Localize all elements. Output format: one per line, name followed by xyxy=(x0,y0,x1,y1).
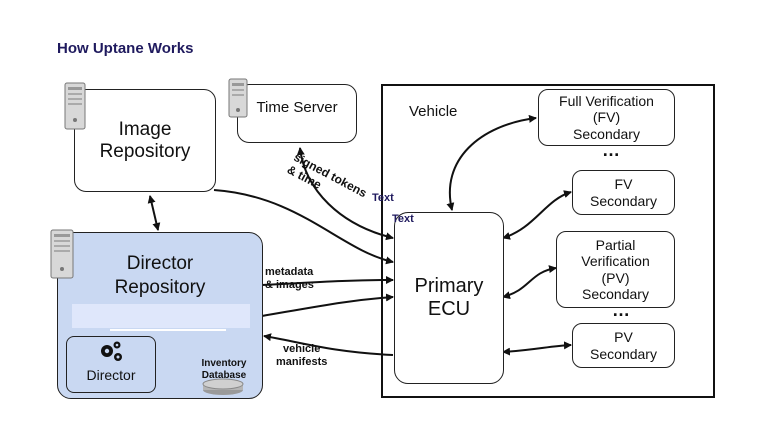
inventory-database-label: Inventory Database xyxy=(201,358,247,381)
primary-ecu: Primary ECU xyxy=(394,212,504,384)
secondary-label: Partial Verification (PV) Secondary xyxy=(581,237,650,302)
edge-manifests xyxy=(263,333,394,356)
edge-primary-fv xyxy=(502,190,572,240)
secondary-label: PV Secondary xyxy=(590,329,657,362)
edge-image-director xyxy=(147,195,161,231)
secondary-pv: PV Secondary xyxy=(572,323,675,368)
vehicle-label: Vehicle xyxy=(409,103,458,120)
text-label-2: Text xyxy=(392,213,414,225)
image-repository-label: Image Repository xyxy=(99,118,191,162)
vehicle-manifests-label: vehicle manifests xyxy=(276,343,328,369)
page-title: How Uptane Works xyxy=(57,40,194,57)
gears-icon xyxy=(101,341,122,361)
director-highlight xyxy=(72,304,250,328)
ellipsis-2: … xyxy=(612,300,631,320)
secondary-label: Full Verification (FV) Secondary xyxy=(559,93,654,142)
server-icon xyxy=(228,78,248,118)
director-repository-label: Director Repository xyxy=(114,253,206,298)
secondary-label: FV Secondary xyxy=(590,176,657,209)
primary-ecu-label: Primary ECU xyxy=(414,275,484,320)
secondary-fv: FV Secondary xyxy=(572,170,675,215)
text-label-1: Text xyxy=(372,192,394,204)
edge-time-primary xyxy=(296,147,394,241)
director-label: Director xyxy=(86,367,136,383)
time-server-label: Time Server xyxy=(256,99,338,116)
image-repository: Image Repository xyxy=(74,89,216,192)
database-icon xyxy=(202,378,244,395)
time-server: Time Server xyxy=(237,84,357,143)
edge-primary-pv-partial xyxy=(502,265,557,300)
server-icon xyxy=(50,229,74,279)
server-icon xyxy=(64,82,86,130)
vehicle-container xyxy=(381,84,715,398)
director-box xyxy=(66,336,156,393)
metadata-images-label: metadata & images xyxy=(265,266,314,292)
edge-primary-pv xyxy=(502,341,572,356)
edge-director-primary-bottom xyxy=(261,293,394,317)
secondary-full-verification: Full Verification (FV) Secondary xyxy=(538,89,675,146)
edge-director-primary-top xyxy=(261,276,394,286)
ellipsis-1: … xyxy=(602,140,621,160)
secondary-partial-verification: Partial Verification (PV) Secondary xyxy=(556,231,675,308)
edge-primary-fv-full xyxy=(446,114,537,211)
divider xyxy=(110,329,226,331)
